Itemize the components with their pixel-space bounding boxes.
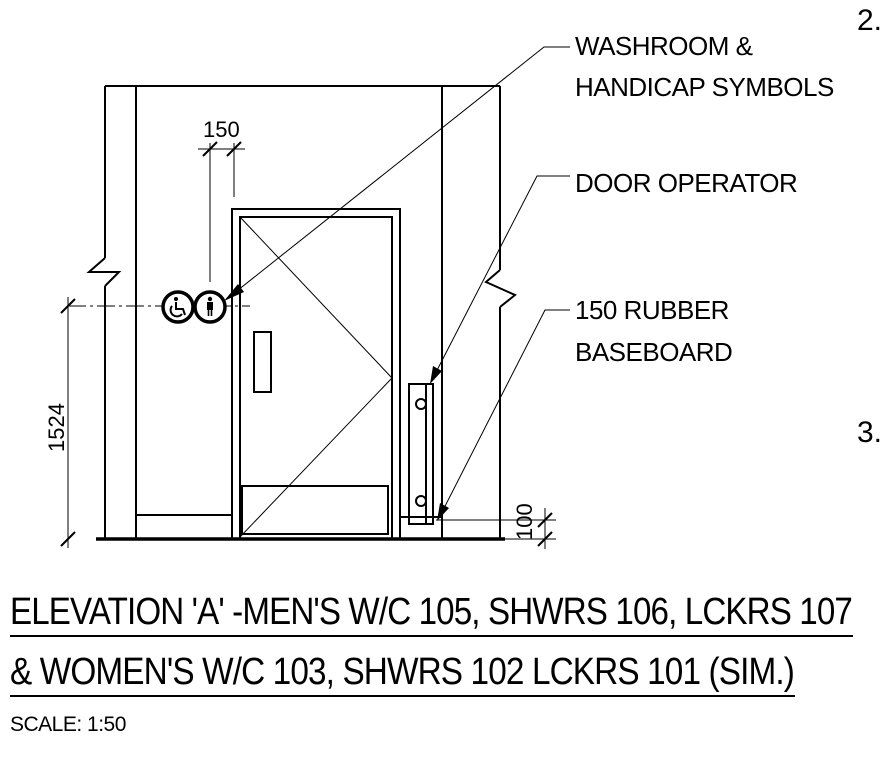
rubber-baseboard xyxy=(136,514,442,518)
person-symbol-icon xyxy=(193,290,227,324)
drawing-scale: SCALE: 1:50 xyxy=(10,713,126,736)
door xyxy=(231,208,401,540)
washroom-callout-line1: WASHROOM & xyxy=(575,31,753,61)
washroom-callout-line2: HANDICAP SYMBOLS xyxy=(575,72,834,102)
note-2-number: 2. xyxy=(857,4,882,37)
wall-outline xyxy=(86,85,517,541)
door-kick-plate xyxy=(241,485,389,535)
accessible-symbol-icon xyxy=(161,290,195,324)
dimension-150-label: 150 xyxy=(203,117,240,142)
dimension-1524-label: 1524 xyxy=(44,403,69,452)
dimension-150 xyxy=(198,141,245,282)
note-3-number: 3. xyxy=(857,416,882,449)
door-vision-panel xyxy=(253,331,272,393)
baseboard-callout-line1: 150 RUBBER xyxy=(575,295,729,325)
dimension-100-label: 100 xyxy=(512,503,537,540)
door-operator xyxy=(408,383,434,525)
dimension-100 xyxy=(436,508,556,549)
door-operator-callout: DOOR OPERATOR xyxy=(575,168,797,198)
dimension-1524 xyxy=(60,297,76,548)
drawing-title-line1: ELEVATION 'A' -MEN'S W/C 105, SHWRS 106,… xyxy=(10,591,852,633)
leader-lines xyxy=(224,46,570,521)
baseboard-callout-line2: BASEBOARD xyxy=(575,337,732,367)
drawing-title-line2: & WOMEN'S W/C 103, SHWRS 102 LCKRS 101 (… xyxy=(10,651,794,693)
